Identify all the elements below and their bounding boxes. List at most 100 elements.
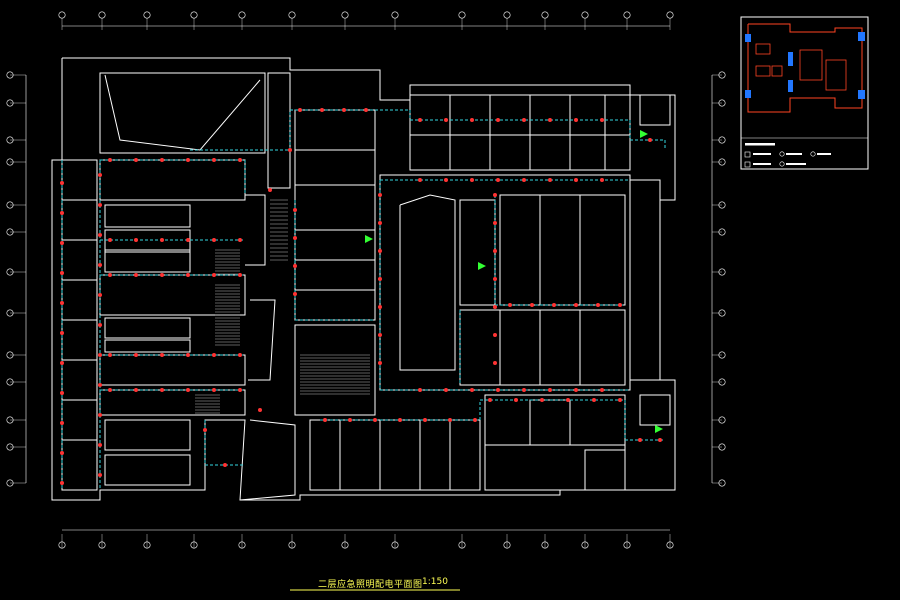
emergency-light-icon — [470, 118, 474, 122]
emergency-light-icon — [496, 178, 500, 182]
emergency-light-icon — [493, 305, 497, 309]
emergency-light-icon — [514, 398, 518, 402]
emergency-light-icon — [160, 273, 164, 277]
axis-bubble — [143, 11, 151, 19]
emergency-light-icon — [493, 221, 497, 225]
emergency-light-icon — [212, 353, 216, 357]
axis-bubble — [190, 11, 198, 19]
emergency-light-icon — [60, 271, 64, 275]
emergency-light-icon — [342, 108, 346, 112]
axis-bubble — [666, 11, 674, 19]
emergency-light-icon — [378, 333, 382, 337]
emergency-light-icon — [444, 118, 448, 122]
emergency-light-icon — [60, 211, 64, 215]
emergency-light-icon — [496, 388, 500, 392]
axis-bubble — [541, 11, 549, 19]
emergency-light-icon — [566, 398, 570, 402]
emergency-light-icon — [323, 418, 327, 422]
emergency-light-icon — [470, 178, 474, 182]
emergency-light-icon — [186, 158, 190, 162]
emergency-light-icon — [98, 203, 102, 207]
axis-bubble — [581, 11, 589, 19]
emergency-light-icon — [648, 138, 652, 142]
emergency-light-icon — [223, 463, 227, 467]
axis-bubble — [58, 11, 66, 19]
emergency-light-icon — [98, 323, 102, 327]
emergency-light-icon — [540, 398, 544, 402]
emergency-light-markers — [60, 108, 662, 485]
axis-grid-right — [711, 71, 726, 487]
emergency-light-icon — [496, 118, 500, 122]
emergency-light-icon — [658, 438, 662, 442]
emergency-light-icon — [186, 388, 190, 392]
emergency-light-icon — [238, 353, 242, 357]
emergency-light-icon — [470, 388, 474, 392]
emergency-light-icon — [600, 118, 604, 122]
emergency-light-icon — [378, 249, 382, 253]
emergency-light-icon — [268, 188, 272, 192]
emergency-light-icon — [238, 273, 242, 277]
emergency-light-icon — [508, 303, 512, 307]
emergency-light-icon — [134, 238, 138, 242]
emergency-light-icon — [548, 178, 552, 182]
emergency-light-icon — [398, 418, 402, 422]
emergency-light-icon — [522, 388, 526, 392]
emergency-light-icon — [596, 303, 600, 307]
emergency-light-icon — [548, 118, 552, 122]
emergency-light-icon — [618, 303, 622, 307]
emergency-light-icon — [186, 238, 190, 242]
emergency-light-icon — [288, 148, 292, 152]
emergency-light-icon — [60, 181, 64, 185]
emergency-light-icon — [493, 249, 497, 253]
emergency-light-icon — [293, 208, 297, 212]
drawing-scale: 1:150 — [422, 577, 448, 587]
emergency-light-icon — [98, 473, 102, 477]
axis-grid-top — [58, 11, 674, 30]
emergency-light-icon — [473, 418, 477, 422]
emergency-light-icon — [293, 236, 297, 240]
emergency-light-icon — [60, 451, 64, 455]
emergency-light-icon — [108, 158, 112, 162]
emergency-light-icon — [418, 388, 422, 392]
emergency-light-icon — [134, 158, 138, 162]
emergency-light-icon — [60, 331, 64, 335]
emergency-light-icon — [574, 178, 578, 182]
emergency-light-icon — [522, 118, 526, 122]
emergency-light-icon — [238, 158, 242, 162]
axis-bubble — [288, 11, 296, 19]
key-plan — [740, 16, 869, 170]
emergency-light-icon — [98, 353, 102, 357]
emergency-light-icon — [212, 273, 216, 277]
emergency-light-icon — [212, 238, 216, 242]
emergency-light-icon — [212, 158, 216, 162]
emergency-light-icon — [348, 418, 352, 422]
emergency-light-icon — [108, 273, 112, 277]
emergency-light-icon — [418, 118, 422, 122]
emergency-light-icon — [574, 303, 578, 307]
exit-sign-markers — [365, 130, 663, 433]
axis-grid-bottom — [58, 529, 674, 549]
emergency-light-icon — [592, 398, 596, 402]
emergency-light-icon — [488, 398, 492, 402]
axis-grid-left — [6, 71, 27, 487]
axis-bubble — [623, 11, 631, 19]
emergency-light-icon — [320, 108, 324, 112]
emergency-light-icon — [60, 241, 64, 245]
emergency-light-icon — [298, 108, 302, 112]
emergency-light-icon — [98, 173, 102, 177]
emergency-light-icon — [444, 178, 448, 182]
emergency-light-icon — [552, 303, 556, 307]
emergency-light-icon — [212, 388, 216, 392]
emergency-light-icon — [60, 391, 64, 395]
axis-bubble — [238, 11, 246, 19]
emergency-light-icon — [293, 292, 297, 296]
emergency-light-icon — [60, 421, 64, 425]
emergency-light-icon — [98, 263, 102, 267]
emergency-light-icon — [186, 273, 190, 277]
emergency-light-icon — [98, 413, 102, 417]
emergency-light-icon — [98, 233, 102, 237]
emergency-light-icon — [98, 293, 102, 297]
emergency-light-icon — [60, 361, 64, 365]
emergency-light-icon — [574, 388, 578, 392]
